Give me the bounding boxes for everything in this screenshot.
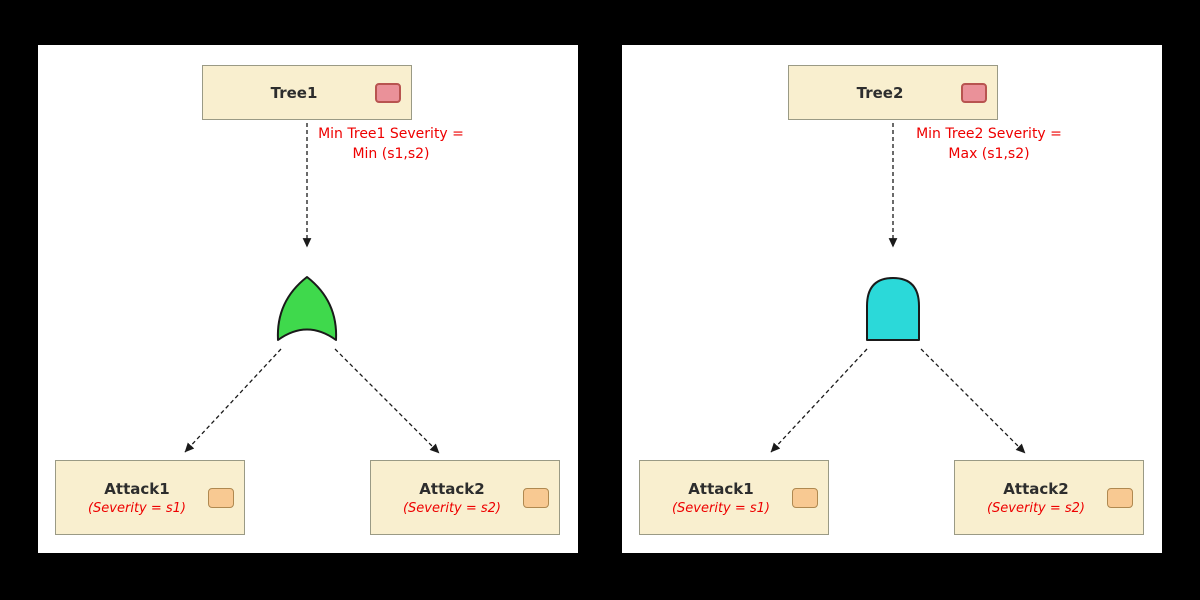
attack-marker-icon[interactable]	[208, 487, 234, 508]
attack-tree-panel-right: Tree2 Min Tree2 Severity = Max (s1,s2) A…	[622, 45, 1162, 553]
edge-annotation: Min Tree1 Severity = Min (s1,s2)	[286, 124, 496, 164]
attack1-body: Attack1 (Severity = s1)	[650, 480, 792, 516]
edge-gate-to-attack1	[770, 348, 868, 453]
attack2-body: Attack2 (Severity = s2)	[381, 480, 523, 516]
edge-annotation-line1: Min Tree1 Severity =	[318, 126, 464, 142]
edge-gate-to-attack1	[184, 348, 282, 453]
attack-marker-icon[interactable]	[523, 487, 549, 508]
root-node-label: Tree1	[270, 83, 318, 102]
attack2-severity: (Severity = s2)	[986, 500, 1086, 516]
edge-gate-to-attack2	[334, 348, 440, 454]
attack2-severity: (Severity = s2)	[402, 500, 502, 516]
attack1-node[interactable]: Attack1 (Severity = s1)	[639, 460, 829, 535]
and-gate[interactable]	[866, 277, 920, 341]
attack-tree-panel-left: Tree1 Min Tree1 Severity = Min (s1,s2) A…	[38, 45, 578, 553]
attack1-label: Attack1	[104, 479, 170, 498]
tree-marker-icon[interactable]	[961, 82, 987, 103]
edge-annotation-line2: Min (s1,s2)	[352, 146, 430, 162]
root-node-tree2[interactable]: Tree2	[788, 65, 998, 120]
attack1-body: Attack1 (Severity = s1)	[66, 480, 208, 516]
edge-annotation-line2: Max (s1,s2)	[948, 146, 1030, 162]
edge-annotation: Min Tree2 Severity = Max (s1,s2)	[884, 124, 1094, 164]
or-gate[interactable]	[276, 276, 338, 341]
attack2-body: Attack2 (Severity = s2)	[965, 480, 1107, 516]
tree-marker-icon[interactable]	[375, 82, 401, 103]
attack-marker-icon[interactable]	[1107, 487, 1133, 508]
attack2-label: Attack2	[1003, 479, 1069, 498]
attack2-node[interactable]: Attack2 (Severity = s2)	[954, 460, 1144, 535]
attack-marker-icon[interactable]	[792, 487, 818, 508]
attack1-label: Attack1	[688, 479, 754, 498]
attack2-label: Attack2	[419, 479, 485, 498]
attack1-node[interactable]: Attack1 (Severity = s1)	[55, 460, 245, 535]
attack1-severity: (Severity = s1)	[87, 500, 187, 516]
root-node-tree1[interactable]: Tree1	[202, 65, 412, 120]
root-node-label: Tree2	[856, 83, 904, 102]
attack1-severity: (Severity = s1)	[671, 500, 771, 516]
edge-gate-to-attack2	[920, 348, 1026, 454]
attack2-node[interactable]: Attack2 (Severity = s2)	[370, 460, 560, 535]
edge-annotation-line1: Min Tree2 Severity =	[916, 126, 1062, 142]
